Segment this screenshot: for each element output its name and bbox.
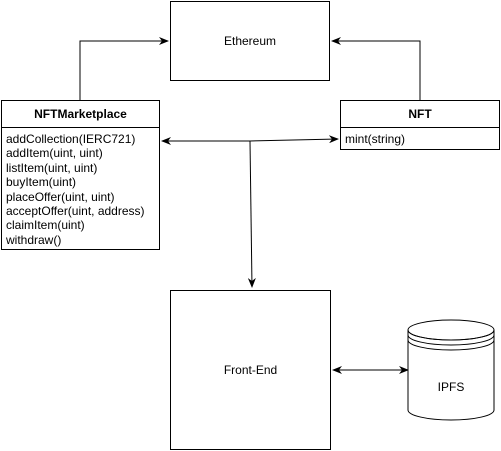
- marketplace-to-ethereum-edge: [79, 37, 169, 100]
- ethereum-node: Ethereum: [170, 1, 330, 81]
- ethereum-label: Ethereum: [223, 34, 277, 48]
- method-claim-item: claimItem(uint): [6, 218, 85, 233]
- nft-title: NFT: [341, 101, 499, 128]
- nftmarketplace-title: NFTMarketplace: [2, 101, 159, 128]
- nftmarketplace-class: NFTMarketplace addCollection(IERC721) ad…: [1, 100, 160, 250]
- method-add-collection: addCollection(IERC721): [6, 132, 136, 146]
- frontend-node: Front-End: [170, 290, 331, 450]
- nft-to-ethereum-edge: [331, 37, 421, 100]
- ipfs-label: IPFS: [437, 380, 465, 394]
- method-list-item: listItem(uint, uint): [6, 160, 98, 175]
- method-mint: mint(string): [345, 132, 406, 146]
- nft-marketplace-edge: [249, 135, 339, 144]
- contracts-to-frontend-edge: [247, 140, 256, 288]
- nftmarketplace-methods: addCollection(IERC721) addItem(uint, uin…: [2, 128, 159, 247]
- nft-class: NFT mint(string): [340, 100, 500, 150]
- method-accept-offer: acceptOffer(uint, address): [6, 204, 145, 219]
- frontend-label: Front-End: [223, 363, 278, 377]
- ipfs-database-icon: [407, 319, 495, 421]
- method-add-item: addItem(uint, uint): [6, 146, 103, 161]
- method-buy-item: buyItem(uint): [6, 175, 77, 190]
- method-place-offer: placeOffer(uint, uint): [6, 189, 115, 204]
- nft-methods: mint(string): [341, 128, 499, 146]
- method-withdraw: withdraw(): [6, 232, 62, 247]
